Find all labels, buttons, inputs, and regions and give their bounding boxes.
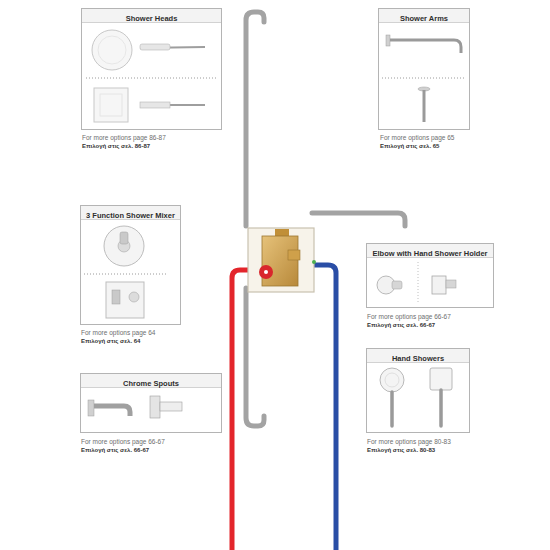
hot-pipe xyxy=(232,270,262,550)
spouts-picture xyxy=(88,396,182,418)
page-reference: Επιλογή στις σελ. 65 xyxy=(380,142,439,151)
panel-header: Shower Arms xyxy=(379,9,469,23)
page-reference: Επιλογή στις σελ. 86-87 xyxy=(82,142,150,151)
panel-header: Shower Heads xyxy=(82,9,221,23)
pipes xyxy=(232,12,405,550)
panel-header: Chrome Spouts xyxy=(81,374,221,388)
product-panel: Hand Showers xyxy=(366,348,470,433)
page-reference: Επιλογή στις σελ. 64 xyxy=(81,337,140,346)
product-panel: Shower Arms xyxy=(378,8,470,130)
panel-header: 3 Function Shower Mixer xyxy=(81,206,180,220)
page-reference: For more options page 66-67 xyxy=(367,312,451,321)
product-panel: Shower Heads xyxy=(81,8,222,130)
panel-title: Shower Heads xyxy=(126,12,178,25)
page-reference: For more options page 65 xyxy=(380,133,454,142)
panel-title: 3 Function Shower Mixer xyxy=(86,209,175,222)
panel-title: Shower Arms xyxy=(400,12,448,25)
page-reference: For more options page 80-83 xyxy=(367,437,451,446)
grey-pipe xyxy=(246,12,264,226)
hand-showers-picture xyxy=(380,368,452,426)
product-panel: Chrome Spouts xyxy=(80,373,222,433)
elbow-holder-picture xyxy=(377,262,456,304)
product-panel: Elbow with Hand Shower Holder xyxy=(366,243,494,308)
grey-pipe xyxy=(312,213,405,226)
panel-title: Chrome Spouts xyxy=(123,377,179,390)
shower-arms-picture xyxy=(382,35,466,122)
grey-pipe xyxy=(246,288,264,426)
page-reference: For more options page 86-87 xyxy=(82,133,166,142)
page-reference: For more options page 64 xyxy=(81,328,155,337)
mixer-plates-picture xyxy=(84,226,168,318)
panel-title: Elbow with Hand Shower Holder xyxy=(372,247,487,260)
page-reference: Επιλογή στις σελ. 80-83 xyxy=(367,446,435,455)
product-panel: 3 Function Shower Mixer xyxy=(80,205,181,325)
cold-pipe xyxy=(306,265,336,550)
shower-heads-picture xyxy=(86,30,218,122)
panel-title: Hand Showers xyxy=(392,352,444,365)
page-reference: Επιλογή στις σελ. 66-67 xyxy=(367,321,435,330)
panel-header: Elbow with Hand Shower Holder xyxy=(367,244,493,258)
page-reference: Επιλογή στις σελ. 66-67 xyxy=(81,446,149,455)
page-reference: For more options page 66-67 xyxy=(81,437,165,446)
panel-header: Hand Showers xyxy=(367,349,469,363)
mixer-body xyxy=(248,228,316,292)
